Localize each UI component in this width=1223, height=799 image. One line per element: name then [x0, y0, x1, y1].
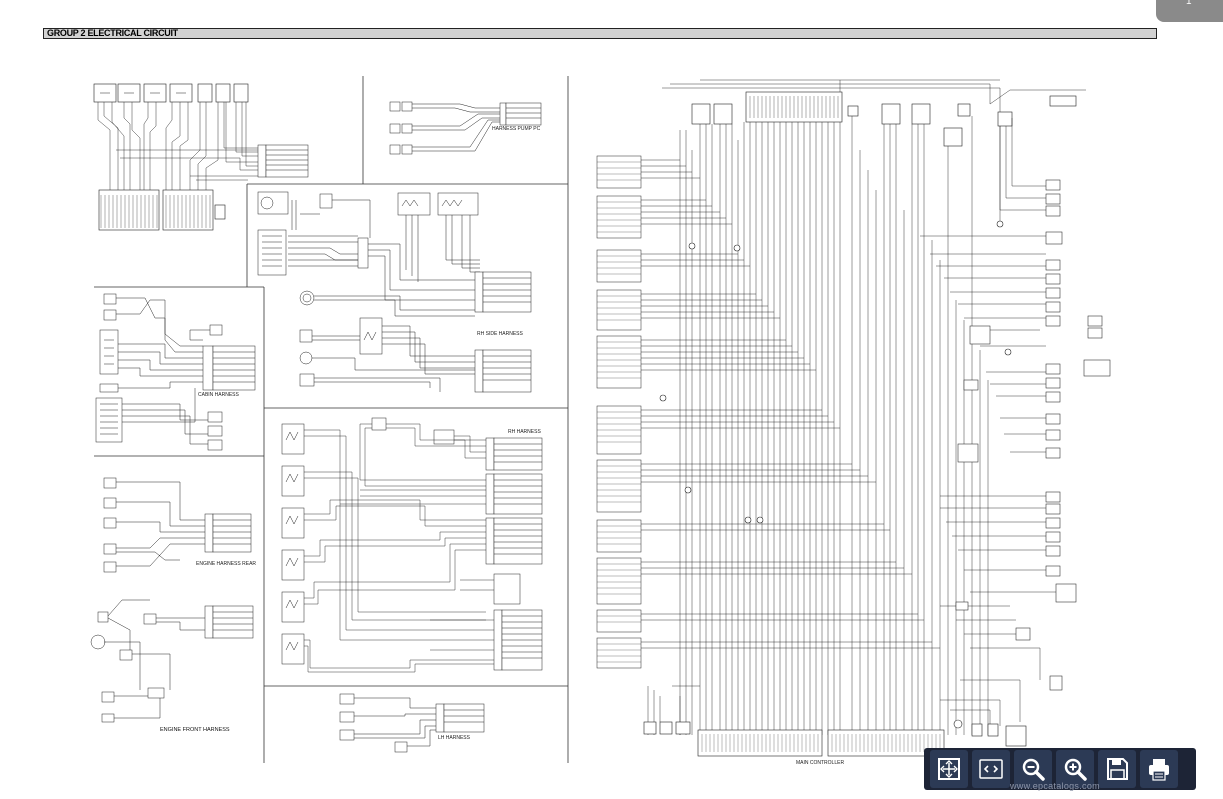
engine-front-harness-label: ENGINE FRONT HARNESS	[160, 727, 230, 733]
fit-page-icon	[938, 758, 960, 780]
print-button[interactable]	[1140, 750, 1178, 788]
cabin-harness-label: CABIN HARNESS	[198, 392, 240, 398]
pump-harness-label: HARNESS PUMP PC	[492, 126, 541, 132]
watermark-text: www.epcatalogs.com	[1010, 781, 1100, 791]
engine-rear-harness	[103, 477, 252, 573]
view-toggle-button[interactable]	[972, 750, 1010, 788]
rh-side-harness	[299, 271, 532, 393]
relay-block-wires	[97, 102, 262, 190]
zoom-in-button[interactable]	[1056, 750, 1094, 788]
panel-dividers	[94, 76, 569, 763]
save-button[interactable]	[1098, 750, 1136, 788]
controller-pin-ticks	[701, 734, 941, 752]
pump-harness	[389, 101, 542, 155]
lh-harness-label: LH HARNESS	[438, 735, 471, 741]
fuse-box-ticks	[749, 96, 839, 118]
rh-harness-wires	[304, 423, 494, 673]
viewer-toolbar	[924, 748, 1196, 790]
rh-harness-label: RH HARNESS	[508, 429, 541, 435]
engine-front-harness	[90, 599, 254, 723]
fuse-block-ticks	[100, 195, 211, 228]
zoom-out-button[interactable]	[1014, 750, 1052, 788]
floppy-disk-icon	[1107, 758, 1128, 780]
page-corner-tab[interactable]: 1	[1156, 0, 1223, 22]
section-header-bar: GROUP 2 ELECTRICAL CIRCUIT	[43, 28, 1157, 39]
corner-tab-label: 1	[1186, 0, 1192, 7]
zoom-out-icon	[1022, 758, 1045, 781]
main-vertical-bus	[679, 116, 989, 735]
section-title: GROUP 2 ELECTRICAL CIRCUIT	[47, 28, 178, 38]
engine-rear-harness-label: ENGINE HARNESS REAR	[196, 561, 256, 567]
main-controller-block	[643, 721, 1027, 757]
main-horizontal-wires	[641, 79, 1086, 735]
right-left-table-rows	[597, 161, 641, 663]
zoom-in-icon	[1064, 758, 1087, 781]
rh-side-harness-label: RH SIDE HARNESS	[477, 331, 524, 337]
relay-connector-table	[257, 144, 309, 178]
printer-icon	[1149, 759, 1169, 781]
main-controller-label: MAIN CONTROLLER	[796, 760, 844, 766]
middle-upper-block	[257, 191, 480, 301]
cabin-harness	[95, 293, 256, 451]
lh-harness	[339, 693, 485, 753]
rh-harness	[281, 417, 543, 671]
right-connector-column	[955, 179, 1111, 691]
code-brackets-icon	[979, 759, 1003, 779]
ground-symbols	[659, 220, 1012, 729]
fit-page-button[interactable]	[930, 750, 968, 788]
